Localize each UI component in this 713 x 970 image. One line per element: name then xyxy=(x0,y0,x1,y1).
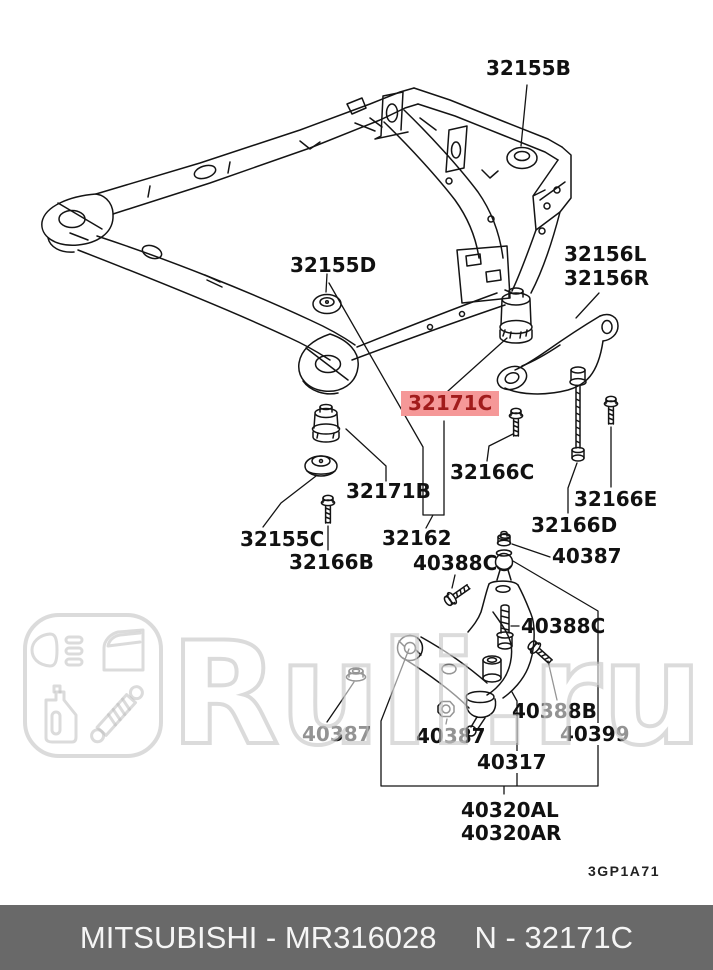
part-label-32166C: 32166C xyxy=(450,460,535,484)
hex-nut-40387-mid-drawing xyxy=(437,700,455,718)
footer-ref-number: N - 32171C xyxy=(474,919,634,955)
bushing-32171b-drawing xyxy=(311,403,341,443)
leader-lines xyxy=(262,84,612,795)
footer-brand-part: MITSUBISHI - MR316028 xyxy=(79,919,437,955)
washer-32155b-drawing xyxy=(506,146,538,170)
bolt-40388c-right-drawing xyxy=(496,604,514,650)
part-label-32166E: 32166E xyxy=(574,487,658,511)
part-label-32166D: 32166D xyxy=(531,513,618,537)
part-label-40317: 40317 xyxy=(474,751,550,773)
part-label-32155D: 32155D xyxy=(290,253,377,277)
part-label-40387-right: 40387 xyxy=(552,544,622,568)
bolt-32166c-drawing xyxy=(508,407,524,437)
part-label-40399: 40399 xyxy=(557,723,633,745)
part-label-32171B: 32171B xyxy=(346,479,431,503)
sheet-code: 3GP1A71 xyxy=(588,863,660,879)
bolt-32166e-drawing xyxy=(603,395,619,425)
part-label-32156L: 32156L xyxy=(564,242,647,266)
bolt-40388c-left-drawing xyxy=(441,580,474,609)
washer-32155c-drawing xyxy=(304,455,338,477)
part-label-32162: 32162 xyxy=(382,526,452,550)
subframe-exploded-diagram xyxy=(41,84,619,795)
part-label-40388C-left: 40388C xyxy=(413,551,498,575)
flange-nut-40387-left-drawing xyxy=(345,667,367,682)
part-label-32155C: 32155C xyxy=(240,527,325,551)
part-label-40320AR: 40320AR xyxy=(461,821,562,845)
part-label-40387-mid: 40387 xyxy=(416,724,486,748)
subframe-crossmember-drawing xyxy=(41,87,572,395)
ball-joint-drawing xyxy=(465,690,497,737)
part-label-32171C-highlighted: 32171C xyxy=(401,391,500,416)
flange-nut-40387-right-drawing xyxy=(499,533,511,539)
part-label-40388B: 40388B xyxy=(512,699,597,723)
part-label-40387-left: 40387 xyxy=(302,722,372,746)
bolt-32166b-drawing xyxy=(320,494,336,524)
lower-arm-40317-drawing xyxy=(396,580,535,709)
part-label-32166B: 32166B xyxy=(289,550,374,574)
part-label-40320AL: 40320AL xyxy=(461,798,559,822)
part-label-32155B: 32155B xyxy=(486,56,571,80)
ball-stud-40388c-drawing xyxy=(494,530,514,581)
bushing-32171c-drawing xyxy=(499,287,533,344)
footer-bar: MITSUBISHI - MR316028 N - 32171C xyxy=(0,905,713,970)
part-label-32156R: 32156R xyxy=(564,266,649,290)
bracket-arm-32156-drawing xyxy=(496,313,619,462)
part-label-40388C-right: 40388C xyxy=(521,614,606,638)
